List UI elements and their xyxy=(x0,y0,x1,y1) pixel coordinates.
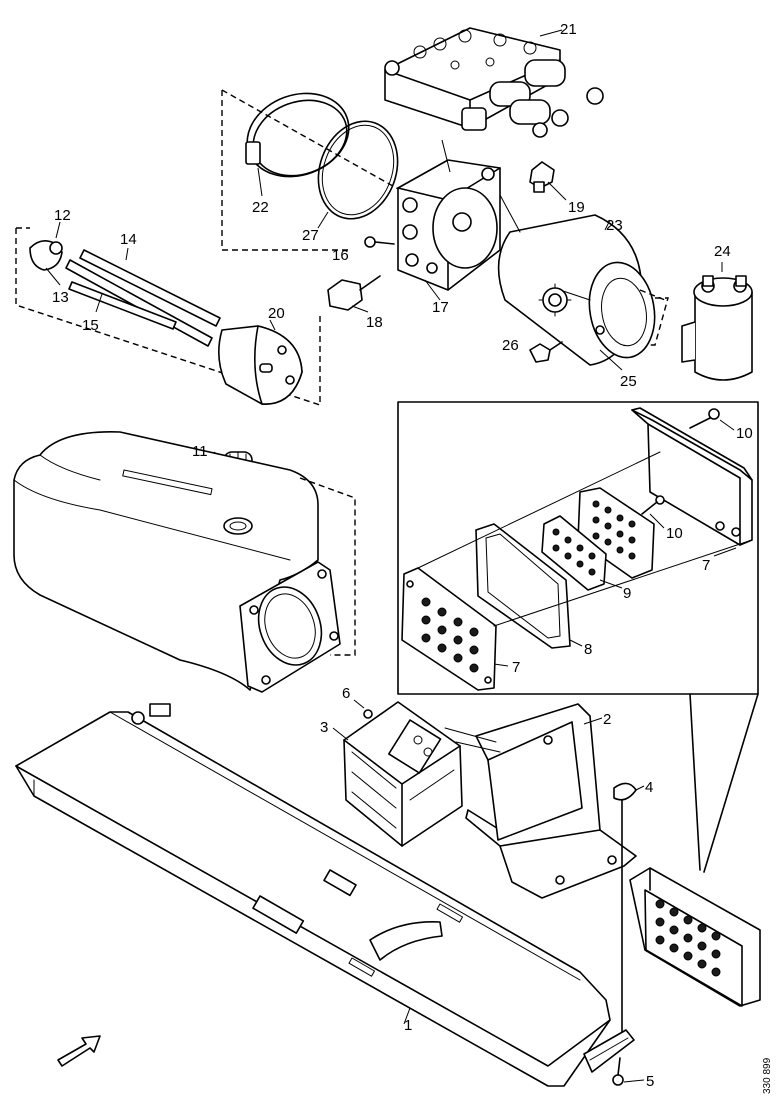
part-9-grommet xyxy=(577,487,655,579)
callout-19: 19 xyxy=(568,199,585,216)
part-3-control-module xyxy=(343,701,463,847)
callout-7-upper: 7 xyxy=(702,557,710,574)
callout-26: 26 xyxy=(502,337,519,354)
callout-20: 20 xyxy=(268,305,285,322)
callout-7-lower: 7 xyxy=(512,659,520,676)
part-24-solenoid xyxy=(681,275,753,381)
callout-21: 21 xyxy=(560,21,577,38)
callout-12: 12 xyxy=(54,207,71,224)
part-4-clip xyxy=(613,782,637,1041)
callout-22: 22 xyxy=(252,199,269,216)
callout-24: 24 xyxy=(714,243,731,260)
callout-17: 17 xyxy=(432,299,449,316)
callout-16: 16 xyxy=(332,247,349,264)
part-15-tube xyxy=(65,259,213,347)
reservoir-tank xyxy=(13,431,341,693)
part-21-valve-block xyxy=(384,27,604,138)
part-7-connector-assembled xyxy=(629,867,761,1007)
callout-13: 13 xyxy=(52,289,69,306)
callout-4: 4 xyxy=(645,779,653,796)
part-26-contact xyxy=(529,341,563,363)
callout-5: 5 xyxy=(646,1073,654,1090)
part-27-o-ring xyxy=(317,120,399,220)
part-7-connector-plate-lower xyxy=(401,567,497,691)
callout-23: 23 xyxy=(606,217,623,234)
callout-1: 1 xyxy=(404,1017,412,1034)
callout-3: 3 xyxy=(320,719,328,736)
callout-2: 2 xyxy=(603,711,611,728)
part-2-mounting-bracket xyxy=(465,703,637,899)
callout-8: 8 xyxy=(584,641,592,658)
callout-18: 18 xyxy=(366,314,383,331)
part-22-hose-clamp xyxy=(245,92,350,178)
callout-10-upper: 10 xyxy=(736,425,753,442)
part-14-tube xyxy=(79,249,221,327)
callout-10-lower: 10 xyxy=(666,525,683,542)
drawing-reference-code: 330 899 xyxy=(762,1057,773,1094)
part-8-gasket xyxy=(475,523,571,649)
callout-9: 9 xyxy=(623,585,631,602)
part-17-pump-body xyxy=(397,159,501,291)
part-12-elbow-fitting xyxy=(29,240,63,271)
callout-11: 11 xyxy=(192,443,208,460)
part-16-screw xyxy=(364,236,395,248)
callout-14: 14 xyxy=(120,231,137,248)
part-6-screw xyxy=(363,709,373,719)
part-25-brush-ring xyxy=(538,283,572,317)
part-1-base-tray xyxy=(15,703,635,1087)
part-20-pump xyxy=(218,325,303,405)
part-10-screw-lower xyxy=(641,495,665,515)
callout-6: 6 xyxy=(342,685,350,702)
callout-27: 27 xyxy=(302,227,319,244)
callout-25: 25 xyxy=(620,373,637,390)
part-23-motor xyxy=(497,194,656,366)
forward-direction-arrow-icon xyxy=(57,1035,101,1067)
part-5-screw xyxy=(612,1057,624,1086)
part-10-screw-upper xyxy=(689,408,720,429)
part-9-grommet-insert xyxy=(541,515,607,591)
callout-15: 15 xyxy=(82,317,99,334)
part-18-fitting xyxy=(327,275,381,311)
part-19-bolt xyxy=(529,161,555,193)
